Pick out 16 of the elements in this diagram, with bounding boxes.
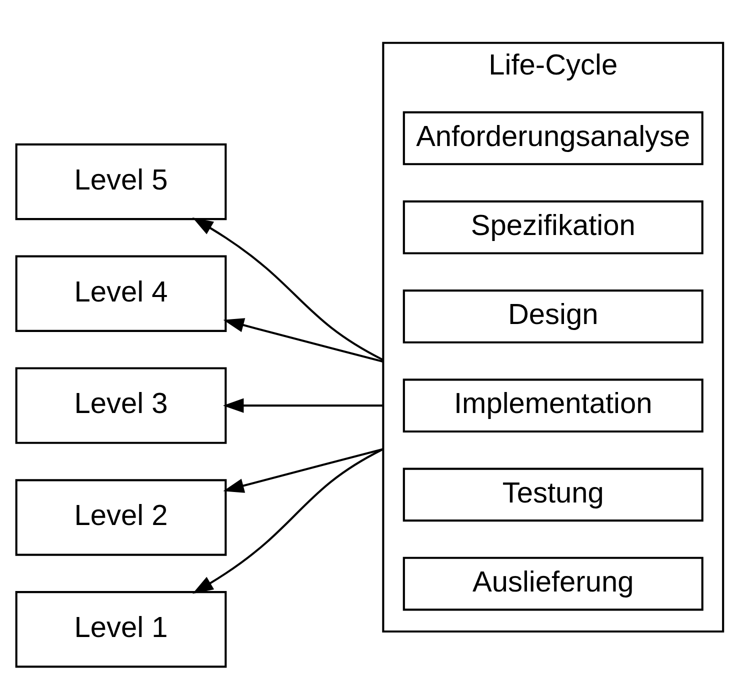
node-box: Testung	[402, 468, 704, 522]
arrow	[223, 318, 384, 363]
arrow	[223, 448, 384, 493]
node-box: Level 5	[15, 143, 227, 220]
node-box: Spezifikation	[402, 200, 704, 254]
node-box: Anforderungsanalyse	[402, 111, 704, 166]
node-box: Auslieferung	[402, 556, 704, 611]
node-box: Implementation	[402, 378, 704, 433]
node-box: Level 4	[15, 255, 227, 332]
arrow	[222, 398, 384, 413]
node-box: Level 2	[15, 479, 227, 556]
node-box: Level 3	[15, 367, 227, 444]
node-box: Design	[402, 290, 704, 344]
arrow	[192, 448, 384, 594]
arrow	[192, 218, 384, 361]
node-box: Level 1	[15, 591, 227, 668]
